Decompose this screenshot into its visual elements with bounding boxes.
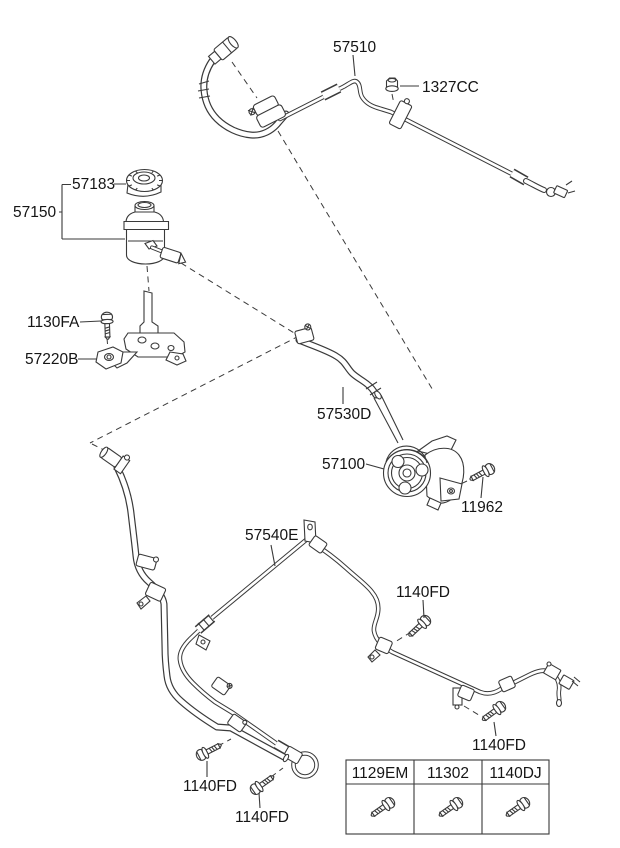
tube-clip-2	[452, 684, 475, 710]
callout-57530d[interactable]: 57530D	[317, 406, 371, 423]
callout-57100[interactable]: 57100	[322, 456, 365, 473]
callout-1140fd-top[interactable]: 1140FD	[396, 584, 450, 601]
reservoir-body	[123, 200, 170, 265]
pressure-hose-end-fitting	[523, 178, 576, 199]
hose-clamp-mid	[135, 553, 160, 571]
callout-1130fa[interactable]: 1130FA	[27, 314, 80, 331]
tube-clip-1	[367, 636, 393, 663]
callout-57150[interactable]: 57150	[13, 204, 56, 221]
return-tube-assembly	[99, 446, 581, 798]
callout-1140fd-left1[interactable]: 1140FD	[183, 778, 237, 795]
reservoir-cap	[125, 168, 164, 197]
table-cell-1129em[interactable]: 1129EM	[352, 765, 409, 782]
suction-hose-clamp	[294, 323, 315, 345]
table-cell-1140dj[interactable]: 1140DJ	[489, 765, 541, 782]
reservoir-assembly	[95, 168, 187, 370]
tube-bolt-right	[478, 698, 509, 726]
tube-bracket-tab	[303, 519, 317, 544]
reservoir-bracket-bolt	[100, 311, 115, 340]
return-hose-top-fitting	[99, 446, 131, 475]
callout-1327cc[interactable]: 1327CC	[422, 79, 479, 96]
tube-clamp-lower-left	[211, 676, 233, 696]
pump-pulley	[382, 445, 432, 498]
hose-bracket-clip	[136, 581, 167, 610]
callout-1140fd-left2[interactable]: 1140FD	[235, 809, 289, 826]
bracket-foot-57220b	[95, 346, 124, 370]
callout-1140fd-right[interactable]: 1140FD	[472, 737, 526, 754]
callout-57220b[interactable]: 57220B	[25, 351, 78, 368]
flange-nut-1327cc	[385, 77, 399, 92]
callout-57183[interactable]: 57183	[72, 176, 115, 193]
table-cell-11302[interactable]: 11302	[427, 765, 469, 782]
end-connector	[543, 661, 581, 690]
fastener-table: 1129EM 11302 1140DJ	[345, 759, 550, 835]
tube-clamp-right	[498, 675, 516, 693]
callout-57510[interactable]: 57510	[333, 39, 376, 56]
power-steering-pump	[382, 435, 498, 511]
suction-hose-assembly	[294, 323, 404, 444]
pressure-hose-top-fitting	[207, 36, 239, 65]
reservoir-mounting-bracket	[110, 290, 187, 369]
mid-tube-bracket	[195, 634, 211, 651]
callout-11962[interactable]: 11962	[461, 499, 503, 516]
tube-clip-bottom	[227, 713, 248, 733]
tube-bolt-top	[404, 612, 434, 641]
callout-57540e[interactable]: 57540E	[245, 527, 298, 544]
pressure-tube-clamp	[389, 98, 413, 130]
leader-lines	[59, 54, 497, 809]
tube-bolt-left1	[193, 738, 225, 763]
reservoir-outlet	[144, 239, 187, 265]
hose-junction-clamp	[247, 95, 286, 128]
pressure-hose-assembly	[197, 36, 576, 199]
